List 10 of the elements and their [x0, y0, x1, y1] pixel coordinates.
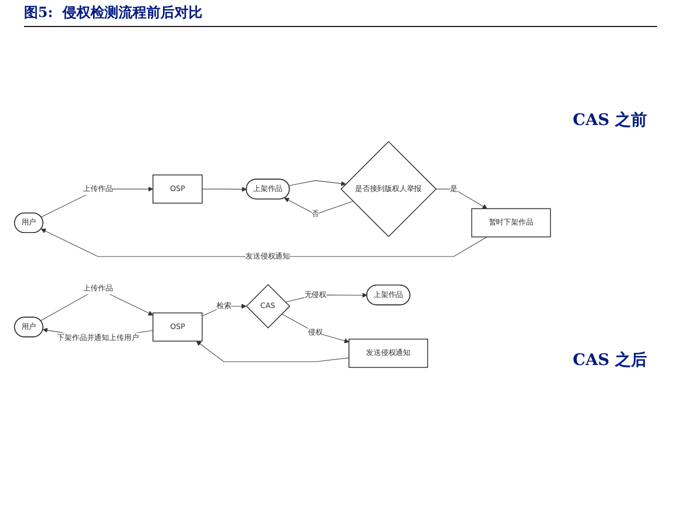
arrow [40, 228, 488, 256]
arrow [436, 188, 488, 208]
arrow [281, 313, 350, 343]
arrow [288, 180, 346, 186]
section-label: CAS 之前 [572, 110, 647, 131]
arrow [284, 197, 354, 214]
arrow [196, 340, 350, 362]
arrow [202, 186, 247, 192]
section-label: CAS 之后 [572, 350, 647, 371]
figure-title: 图5: 侵权检测流程前后对比 [24, 4, 203, 22]
